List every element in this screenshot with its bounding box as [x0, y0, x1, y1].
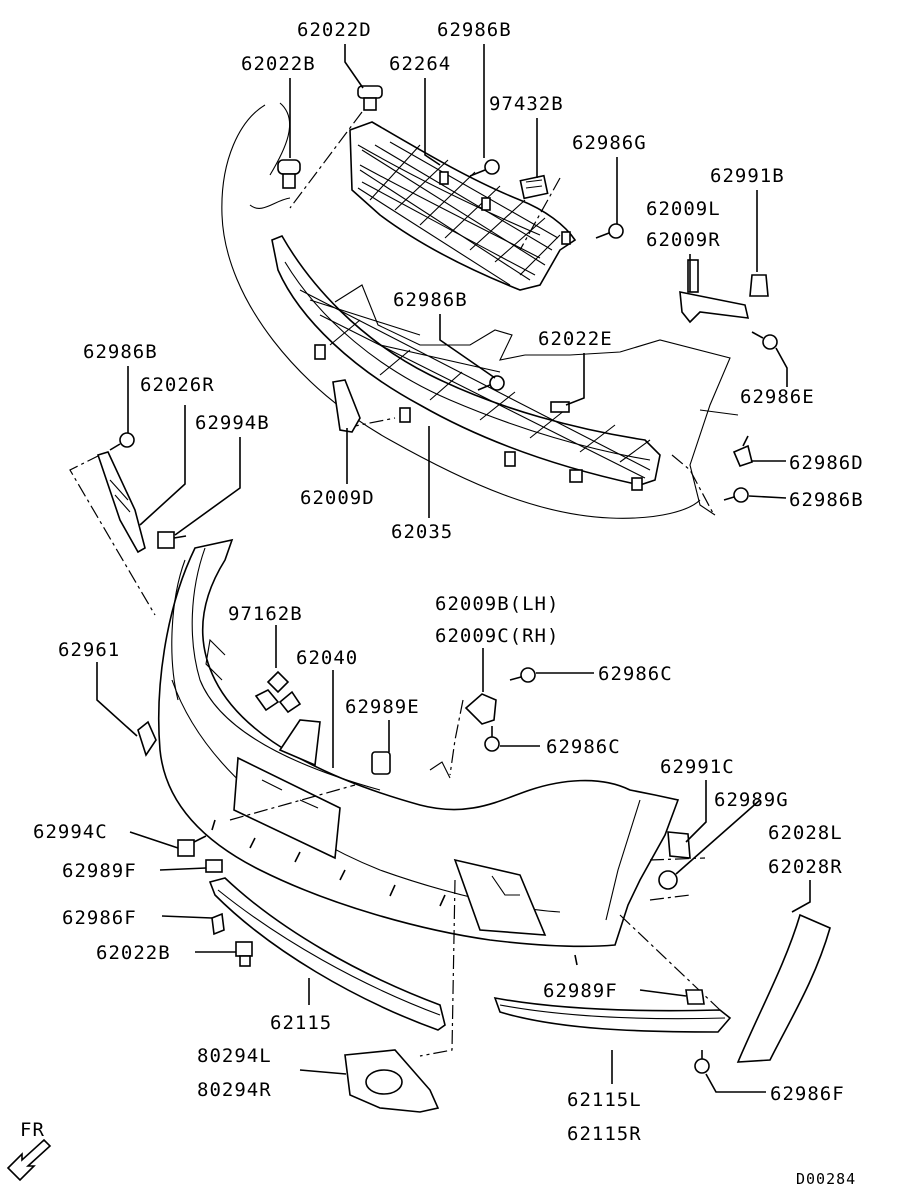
- callout-97432b: 97432B: [489, 93, 564, 115]
- callout-62986f-right: 62986F: [770, 1083, 845, 1105]
- spoiler-62115: [208, 877, 446, 1031]
- side-spoiler-62115lr: [493, 996, 732, 1033]
- wheel-arch-62028: [736, 913, 831, 1063]
- clip-62991c: [667, 831, 691, 859]
- callout-62115: 62115: [270, 1012, 332, 1034]
- bolt-62994b: [157, 531, 187, 549]
- callout-62994b: 62994B: [195, 412, 270, 434]
- callout-62009l: 62009L: [646, 198, 721, 220]
- clip-62022b-upper: [277, 159, 301, 189]
- callout-62991b: 62991B: [710, 165, 785, 187]
- lower-opening: [453, 858, 547, 936]
- callout-62026r: 62026R: [140, 374, 215, 396]
- screw-62986b-right: [723, 487, 749, 503]
- bracket-62040-inner: [278, 719, 321, 767]
- callout-62028l: 62028L: [768, 822, 843, 844]
- screw-62986c-top: [509, 667, 536, 683]
- cap-62961: [137, 720, 157, 757]
- clip-62989f-right: [685, 989, 705, 1005]
- screw-62986f-right: [694, 1050, 710, 1074]
- bracket-62026r: [96, 451, 146, 554]
- callout-62022b-lower: 62022B: [96, 942, 171, 964]
- callout-62986f-left: 62986F: [62, 907, 137, 929]
- callout-labels: 62022D 62986B 62022B 62264 97432B 62986G…: [33, 19, 864, 1145]
- callout-62989f-left: 62989F: [62, 860, 137, 882]
- callout-62961: 62961: [58, 639, 120, 661]
- bolt-62994c: [177, 835, 207, 857]
- clip-62989e: [371, 751, 391, 775]
- direction-label: FR: [20, 1119, 45, 1141]
- callout-80294l: 80294L: [197, 1045, 272, 1067]
- retainer-97432b: [519, 174, 549, 200]
- clip-62022d: [357, 85, 383, 111]
- lower-parts: [208, 877, 831, 1113]
- callout-62986b-mid: 62986B: [393, 289, 468, 311]
- callout-62009b-lh: 62009B(LH): [435, 593, 559, 615]
- screw-62986b-top: [469, 159, 500, 177]
- callout-62986g: 62986G: [572, 132, 647, 154]
- front-bumper-cover: [158, 538, 691, 966]
- screw-62986e: [751, 331, 778, 350]
- callout-62264: 62264: [389, 53, 451, 75]
- lower-grille: [271, 234, 661, 491]
- callout-62115l: 62115L: [567, 1089, 642, 1111]
- callout-62986c-top: 62986C: [598, 663, 673, 685]
- screw-62986b-mid: [477, 375, 505, 391]
- screw-62986d: [732, 435, 753, 467]
- callout-62115r: 62115R: [567, 1123, 642, 1145]
- callout-62009c-rh: 62009C(RH): [435, 625, 559, 647]
- callout-62022e: 62022E: [538, 328, 613, 350]
- nut-62989g: [658, 870, 678, 890]
- callout-62028r: 62028R: [768, 856, 843, 878]
- emblem-97162b: [254, 670, 302, 714]
- callout-80294r: 80294R: [197, 1079, 272, 1101]
- callout-62986b-left: 62986B: [83, 341, 158, 363]
- lower-grille-mesh: [299, 289, 651, 479]
- clip-62022e: [550, 401, 570, 413]
- callout-62009r: 62009R: [646, 229, 721, 251]
- drawing-code: D00284: [796, 1170, 856, 1187]
- front-direction-arrow: FR: [6, 1119, 52, 1182]
- callout-62994c: 62994C: [33, 821, 108, 843]
- upper-grille: [349, 121, 577, 291]
- bracket-62009d: [332, 379, 361, 433]
- screw-62986g: [595, 223, 624, 239]
- bracket-62009bc: [464, 693, 497, 725]
- callout-62022d: 62022D: [297, 19, 372, 41]
- callout-62986e: 62986E: [740, 386, 815, 408]
- callout-62986d: 62986D: [789, 452, 864, 474]
- callout-62040: 62040: [296, 647, 358, 669]
- bumper-vents: [211, 819, 578, 966]
- leader-lines: [96, 44, 811, 1093]
- screw-62986c-mid: [484, 726, 500, 752]
- callout-62989g: 62989G: [714, 789, 789, 811]
- clip-62022b-lower: [235, 941, 253, 967]
- callout-97162b: 97162B: [228, 603, 303, 625]
- fog-lamp-bezel-80294: [344, 1049, 440, 1113]
- grille-mesh: [357, 141, 561, 286]
- clip-62989f-left: [205, 859, 223, 873]
- left-side-parts: [69, 432, 187, 757]
- callout-62022b-upper: 62022B: [241, 53, 316, 75]
- clip-62991b: [749, 274, 769, 297]
- callout-62989e: 62989E: [345, 696, 420, 718]
- bracket-62009: [679, 259, 750, 324]
- screw-62986b-left: [109, 432, 135, 451]
- callout-62986c-mid: 62986C: [546, 736, 621, 758]
- clip-62986f-left: [211, 912, 225, 936]
- callout-62991c: 62991C: [660, 756, 735, 778]
- callout-62989f-right: 62989F: [543, 980, 618, 1002]
- callout-62986b-top: 62986B: [437, 19, 512, 41]
- callout-62986b-right: 62986B: [789, 489, 864, 511]
- license-plate-area: [233, 756, 341, 860]
- callout-62035: 62035: [391, 521, 453, 543]
- callout-62009d: 62009D: [300, 487, 375, 509]
- upper-bumper-assembly: [221, 85, 778, 519]
